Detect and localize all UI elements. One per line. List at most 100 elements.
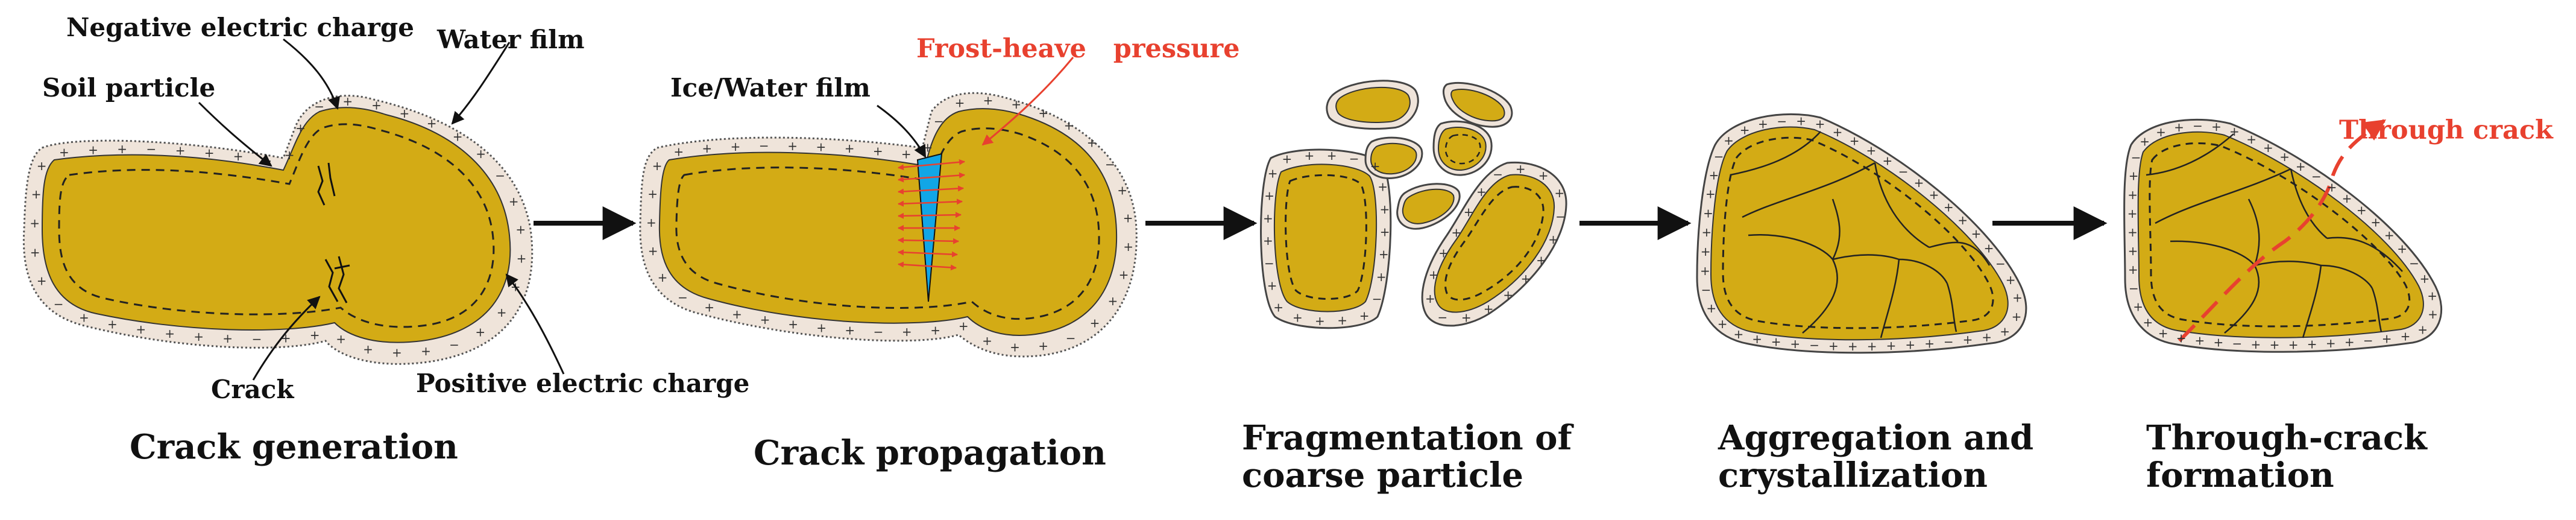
charge-sign: + <box>1771 335 1781 349</box>
charge-sign: + <box>363 342 373 357</box>
charge-sign: + <box>2296 159 2306 174</box>
charge-sign: + <box>1038 338 1048 353</box>
charge-sign: + <box>1038 106 1048 120</box>
charge-sign: − <box>314 100 324 114</box>
charge-sign: + <box>2401 329 2411 344</box>
fragment-middle-left <box>1364 136 1423 179</box>
charge-sign: + <box>1982 330 1992 344</box>
label-ice-water-film: Ice/Water film <box>670 73 871 103</box>
charge-sign: + <box>1263 211 1273 226</box>
charge-sign: + <box>1119 267 1129 282</box>
charge-sign: + <box>1108 294 1118 308</box>
charge-sign: + <box>1438 246 1449 260</box>
charge-sign: + <box>1379 247 1389 262</box>
charge-sign: + <box>2342 191 2352 206</box>
charge-sign: + <box>233 149 244 163</box>
charge-sign: + <box>1752 332 1762 346</box>
stage-3-title-line-1: Fragmentation of <box>1242 418 1575 458</box>
label-positive-charge: Positive electric charge <box>416 369 749 398</box>
charge-sign: + <box>2384 228 2395 243</box>
charge-sign: + <box>845 323 855 338</box>
charge-sign: + <box>732 307 742 322</box>
charge-sign: + <box>2143 315 2153 330</box>
charge-sign: − <box>934 114 944 128</box>
charge-sign: + <box>295 121 306 135</box>
charge-sign: + <box>787 139 798 153</box>
charge-sign: + <box>79 311 89 325</box>
charge-sign: − <box>2129 281 2139 296</box>
stage-3-title-line-2: coarse particle <box>1242 455 1523 495</box>
charge-sign: + <box>342 94 353 109</box>
water-film-boundary <box>58 123 495 328</box>
charge-sign: − <box>1372 292 1382 306</box>
charge-sign: + <box>371 98 382 113</box>
charge-sign: + <box>2000 325 2010 339</box>
charge-sign: + <box>673 144 684 159</box>
charge-sign: + <box>760 312 770 327</box>
charge-sign: + <box>1273 300 1283 314</box>
charge-sign: + <box>1701 244 1711 259</box>
charge-sign: + <box>400 106 410 121</box>
fragment-middle-right <box>1432 120 1493 176</box>
surface-charge-signs: +++−++++++−++++++−++++++−++++++−++++++−+… <box>2127 118 2438 352</box>
charge-sign: − <box>2131 150 2141 165</box>
charge-sign: + <box>117 142 127 156</box>
fragment-top-right <box>1443 81 1513 128</box>
charge-sign: + <box>2279 150 2290 164</box>
stage-4-aggregate: +++−++++++−++++++−++++++−++++++−++++++−+… <box>1696 113 2027 354</box>
charge-sign: + <box>873 144 883 158</box>
charge-sign: + <box>1305 148 1315 163</box>
charge-sign: + <box>2006 273 2016 287</box>
charge-sign: + <box>648 244 658 258</box>
charge-sign: + <box>816 139 827 154</box>
charge-sign: + <box>1536 253 1546 268</box>
charge-sign: + <box>1461 311 1472 325</box>
charge-sign: − <box>678 290 688 305</box>
charge-sign: + <box>222 331 233 346</box>
charge-sign: + <box>1521 271 1531 286</box>
charge-sign: − <box>1555 209 1566 224</box>
charge-sign: + <box>902 325 912 339</box>
charge-sign: + <box>2176 331 2187 345</box>
charge-sign: + <box>1706 301 1716 315</box>
label-crack: Crack <box>211 375 294 404</box>
label-negative-charge: Negative electric charge <box>66 13 414 42</box>
charge-sign: + <box>1702 225 1712 239</box>
charge-sign: + <box>2251 337 2261 352</box>
charge-sign: + <box>1790 337 1800 351</box>
charge-sign: + <box>2327 180 2337 194</box>
charge-sign: + <box>959 319 969 334</box>
surface-charge-signs: +++−++++++−++++++−+++++++−++++++−++++++− <box>1263 148 1566 328</box>
charge-sign: + <box>2246 132 2256 147</box>
charge-sign: + <box>1425 291 1435 306</box>
charge-sign: + <box>1866 144 1877 158</box>
aggregate-boundary <box>1722 136 1994 329</box>
charge-sign: + <box>1315 314 1325 328</box>
fragment-large-left <box>1260 148 1392 329</box>
charge-sign: + <box>453 129 463 144</box>
charge-sign: + <box>647 187 658 201</box>
charge-sign: + <box>2012 291 2023 305</box>
charge-sign: + <box>1740 123 1750 138</box>
charge-sign: + <box>2158 326 2168 340</box>
charge-sign: + <box>1734 327 1744 341</box>
charge-sign: + <box>1796 114 1806 128</box>
charge-sign: + <box>30 216 40 230</box>
stage-5-title-line-2: formation <box>2146 455 2334 495</box>
charge-sign: + <box>2229 124 2240 139</box>
charge-sign: + <box>1867 339 1877 354</box>
charge-sign: + <box>2140 134 2150 148</box>
stage-2-title-line-1: Crack propagation <box>754 433 1106 473</box>
charge-sign: − <box>146 142 157 156</box>
charge-sign: + <box>1516 162 1526 176</box>
aggregate-boundary <box>2149 142 2411 328</box>
fragment-large-right <box>1421 161 1567 327</box>
charge-sign: + <box>2127 188 2138 202</box>
charge-sign: + <box>392 346 402 360</box>
charge-sign: + <box>2427 289 2437 303</box>
charge-sign: + <box>175 143 186 157</box>
charge-sign: + <box>1117 183 1127 197</box>
charge-sign: + <box>2195 334 2205 348</box>
charge-sign: + <box>1268 166 1278 181</box>
